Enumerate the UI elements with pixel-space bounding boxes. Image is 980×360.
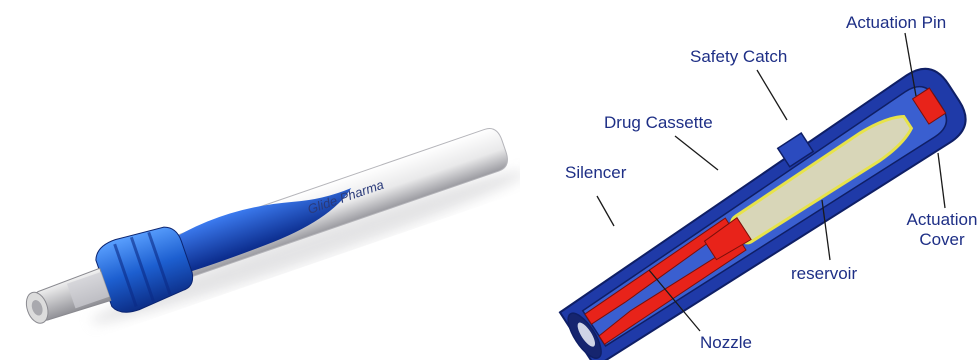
label-drug-cassette: Drug Cassette [604,113,713,133]
leader-safety-catch [757,70,787,120]
leader-drug-cassette [675,136,718,170]
label-reservoir: reservoir [791,264,857,284]
label-safety-catch: Safety Catch [690,47,787,67]
leader-actuation-cover [938,153,945,208]
leader-silencer [597,196,614,226]
label-actuation-pin: Actuation Pin [846,13,946,33]
label-actuation-cover: Actuation Cover [902,210,980,250]
label-silencer: Silencer [565,163,626,183]
label-nozzle: Nozzle [700,333,752,353]
